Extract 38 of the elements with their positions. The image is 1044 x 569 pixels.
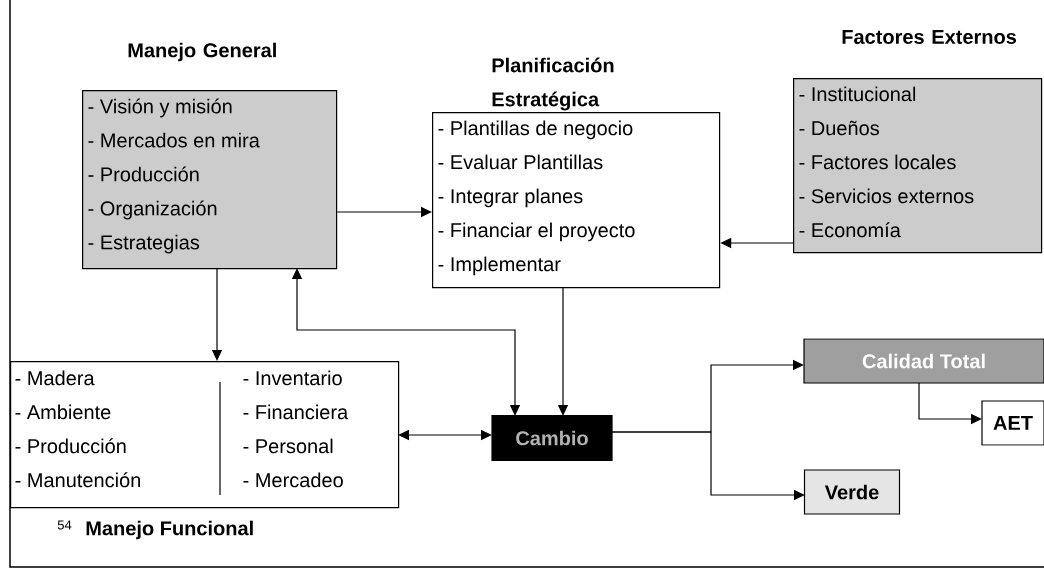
process-box: Calidad Total bbox=[803, 338, 1044, 384]
node-label: - Plantillas de negocio bbox=[438, 120, 633, 140]
node-label: - Implementar bbox=[438, 256, 561, 276]
node-label: - Organización bbox=[88, 200, 217, 220]
node-label: - Financiar el proyecto bbox=[438, 222, 635, 242]
node-label: - Dueños bbox=[799, 120, 879, 136]
process-box: Cambio bbox=[491, 414, 613, 462]
process-box: AET bbox=[981, 400, 1044, 446]
node-label: - Institucional bbox=[799, 86, 916, 102]
node-label: - Manutención bbox=[15, 472, 141, 488]
list-box: - Institucional - Dueños - Factores locales - Servicios externos - Economía bbox=[793, 78, 1043, 254]
node-label: - Estrategias bbox=[88, 234, 200, 254]
node-label: - Personal bbox=[243, 438, 333, 454]
node-label: - Inventario bbox=[243, 370, 342, 386]
box-heading: Manejo Funcional bbox=[86, 520, 253, 540]
list-box: - Madera - Ambiente - Producción - Manutención - Inventario - Financiera - Personal - Mercadeo bbox=[10, 361, 400, 509]
footnote-number: 54 bbox=[57, 520, 72, 530]
node-label: - Ambiente bbox=[15, 404, 111, 420]
box-heading: Factores Externos bbox=[842, 30, 1017, 44]
node-label: - Evaluar Plantillas bbox=[438, 154, 603, 170]
node-label: - Producción bbox=[88, 166, 199, 182]
list-box: - Plantillas de negocio - Evaluar Plantillas - Integrar planes - Financiar el proyecto - Implementar bbox=[432, 112, 721, 289]
box-heading: Planificación Estratégica bbox=[492, 57, 614, 111]
list-box: - Visión y misión - Mercados en mira - Producción - Organización - Estrategias bbox=[82, 90, 338, 270]
arrow bbox=[398, 429, 492, 441]
node-label: - Visión y misión bbox=[88, 98, 232, 118]
node-label: - Madera bbox=[15, 370, 95, 386]
node-label: - Economía bbox=[799, 222, 901, 238]
node-label: - Financiera bbox=[243, 404, 349, 420]
process-box: Verde bbox=[803, 469, 901, 515]
node-label: - Factores locales bbox=[799, 154, 956, 170]
node-label: - Servicios externos bbox=[799, 188, 974, 204]
node-label: - Mercados en mira bbox=[88, 132, 260, 148]
arrow bbox=[291, 268, 521, 416]
box-heading: Manejo General bbox=[128, 42, 276, 62]
node-label: - Mercadeo bbox=[243, 472, 343, 488]
node-label: - Integrar planes bbox=[438, 188, 583, 208]
node-label: - Producción bbox=[15, 438, 126, 454]
